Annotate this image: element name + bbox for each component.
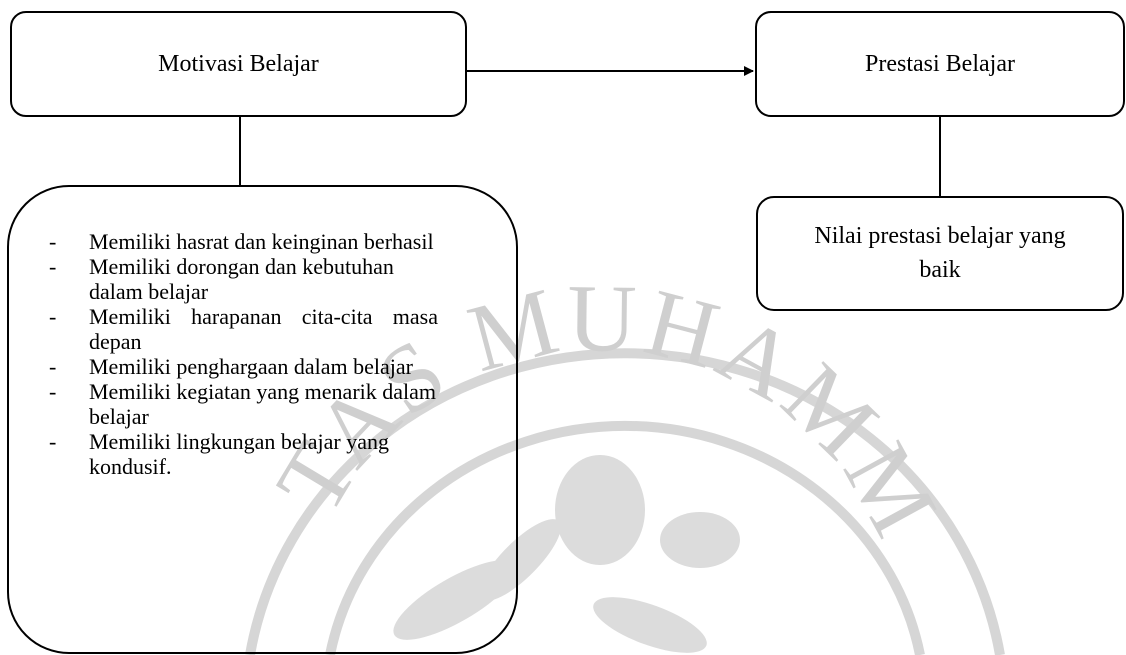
list-bullet: -	[49, 229, 57, 254]
node-label: Prestasi Belajar	[865, 50, 1015, 77]
watermark-ring-outer	[245, 348, 1005, 655]
list-bullet: -	[49, 254, 57, 279]
list-item: - Memiliki kegiatan yang menarik dalam be…	[9, 379, 438, 429]
list-item: - Memiliki hasrat dan keinginan berhasil	[9, 229, 438, 254]
watermark-leaf	[660, 512, 740, 568]
node-nilai-prestasi: Nilai prestasi belajar yang baik	[756, 196, 1124, 311]
watermark-ring-inner	[325, 420, 925, 655]
node-indikator-motivasi: -Memiliki hasrat dan keinginan berhasil …	[7, 185, 518, 654]
node-prestasi-belajar: Prestasi Belajar	[755, 11, 1125, 117]
list-bullet: -	[49, 354, 57, 379]
node-motivasi-belajar: Motivasi Belajar	[10, 11, 467, 117]
watermark-leaf	[479, 519, 561, 601]
list-item: - Memiliki penghargaan dalam belajar	[9, 354, 438, 379]
list-item: - Memiliki lingkungan belajar yang kondus…	[9, 429, 438, 479]
list-item: - Memiliki dorongan dan kebutuhan dalam b…	[9, 254, 438, 304]
list-item-text: Memiliki kegiatan yang menarik dalam bel…	[89, 379, 437, 429]
list-item: - Memiliki harapanan cita-cita masa depan	[9, 304, 438, 354]
indikator-list: -Memiliki hasrat dan keinginan berhasil …	[9, 229, 516, 479]
list-bullet: -	[49, 429, 57, 454]
node-label: Nilai prestasi belajar yang baik	[814, 223, 1066, 283]
list-item-text: Memiliki dorongan dan kebutuhan dalam be…	[89, 254, 394, 304]
list-item-text: Memiliki penghargaan dalam belajar	[89, 354, 413, 379]
watermark-leaf	[593, 597, 707, 653]
list-item-text: Memiliki hasrat dan keinginan berhasil	[89, 229, 434, 254]
node-label: Motivasi Belajar	[158, 50, 319, 77]
list-item-text: Memiliki harapanan cita-cita masa depan	[89, 304, 438, 354]
list-bullet: -	[49, 304, 57, 329]
list-item-text: Memiliki lingkungan belajar yang kondusi…	[89, 429, 389, 479]
watermark-leaf	[555, 455, 645, 565]
list-bullet: -	[49, 379, 57, 404]
